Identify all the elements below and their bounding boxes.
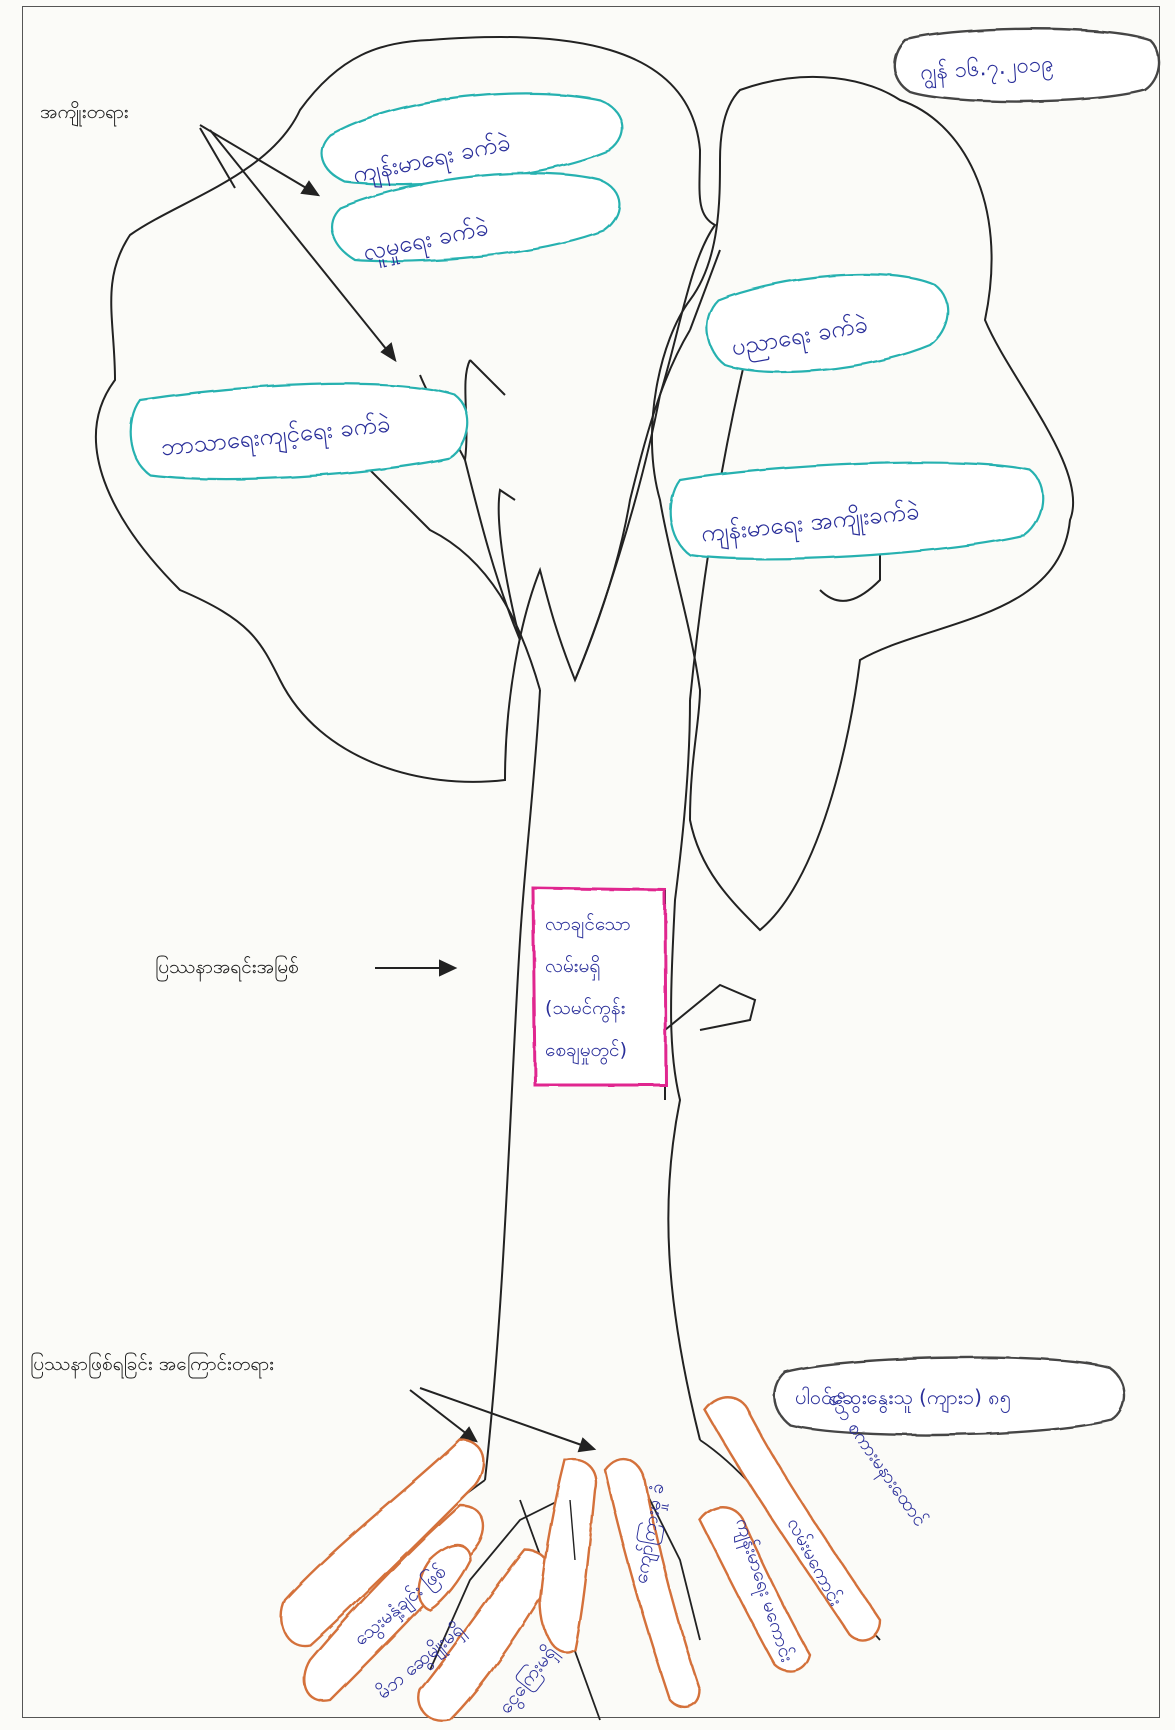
effect-clouds (131, 93, 1043, 559)
core-problem-line-3: (သမင်ကွန်း (545, 996, 625, 1023)
core-problem-label: ပြဿနာအရင်းအမြစ် (155, 955, 299, 983)
core-arrow (375, 961, 455, 975)
causes-label: ပြဿနာဖြစ်ရခြင်း အကြောင်းတရား (30, 1352, 274, 1380)
core-problem-line-2: လမ်းမရှိ (545, 954, 600, 981)
author-badge: ပါဝင်ဆွေးနွေးသူ (ကျား၁) ၈၅ (774, 1357, 1124, 1435)
date-badge: ဂျွန် ၁၆.၇.၂၀၁၉ (894, 29, 1159, 102)
core-problem-line-1: လာချင်သော (545, 912, 631, 939)
causes-arrows (410, 1388, 594, 1451)
effects-label: အကျိုးတရား (40, 100, 129, 128)
core-problem-line-4: စေချမှုတွင်) (545, 1038, 627, 1065)
